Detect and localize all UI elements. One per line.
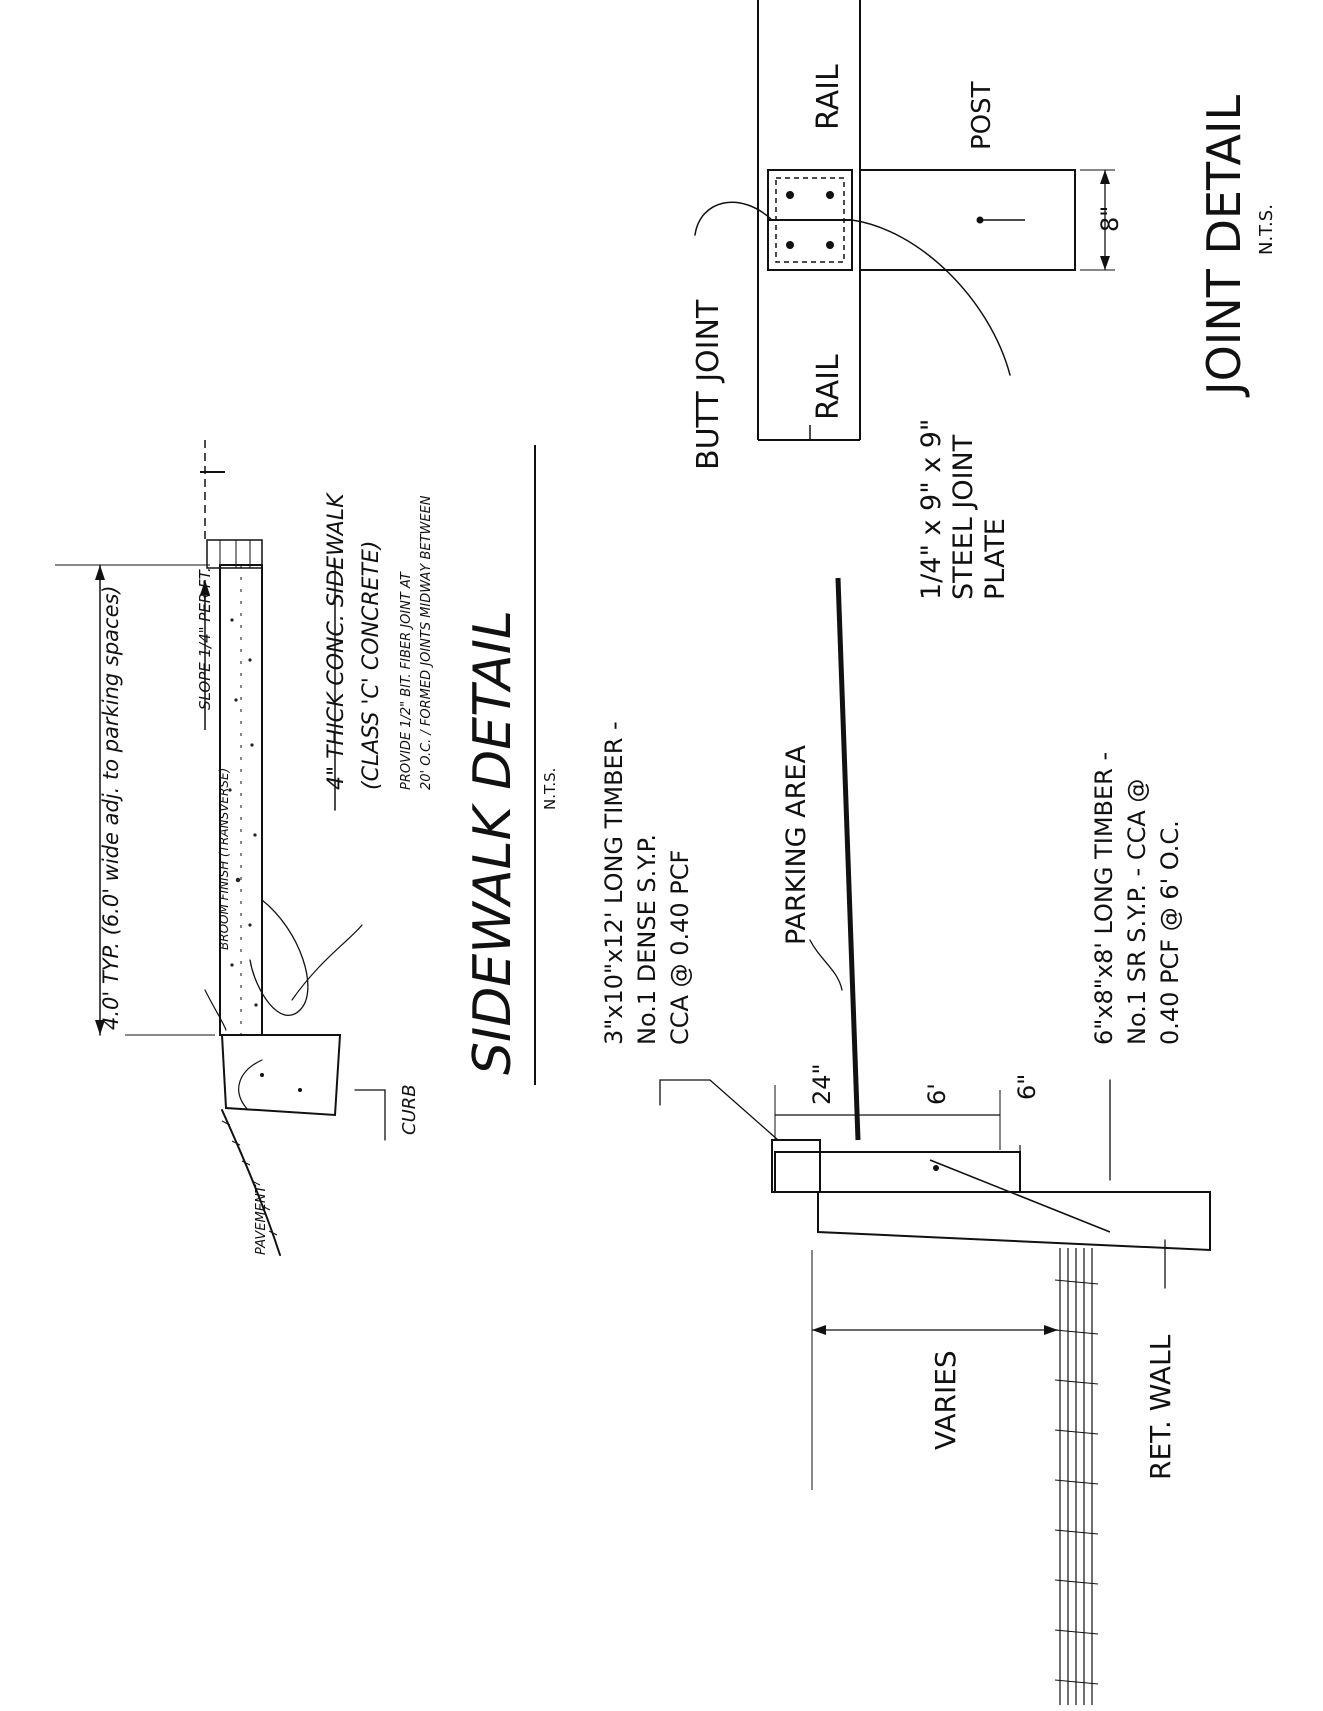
post-label: POST — [967, 81, 997, 150]
broom-finish-note: BROOM FINISH (TRANSVERSE) — [217, 768, 231, 950]
parking-surface — [835, 577, 861, 1141]
rail-lower-label: RAIL — [811, 354, 846, 420]
curb — [220, 1034, 342, 1117]
dim-24-label: 24" — [808, 1063, 836, 1105]
joint-scale-note: N.T.S. — [1256, 204, 1277, 255]
width-dimension-label: 4.0' TYP. (6.0' wide adj. to parking spa… — [99, 585, 123, 1030]
sidewalk-scale-note: N.T.S. — [541, 768, 559, 810]
joint-detail: RAIL RAIL POST 8" BUTT JOINT 1/4" x 9" x… — [691, 0, 1277, 600]
plate-note-line3: PLATE — [980, 518, 1011, 600]
ground-hatch — [1059, 1248, 1093, 1705]
bottom-timber-line2: No.1 SR S.Y.P. - CCA @ — [1123, 779, 1151, 1045]
ret-wall-label: RET. WALL — [1144, 1334, 1177, 1480]
parking-area-label: PARKING AREA — [781, 745, 812, 945]
bottom-timber-line3: 0.40 PCF @ 6' O.C. — [1156, 820, 1184, 1045]
curb-label: CURB — [399, 1084, 420, 1135]
ret-wall-ground — [1055, 1250, 1095, 1710]
slab-end-joint — [206, 539, 263, 569]
joint-note-line1: PROVIDE 1/2" BIT. FIBER JOINT AT — [399, 571, 414, 790]
sidewalk-detail: 4.0' TYP. (6.0' wide adj. to parking spa… — [55, 440, 559, 1256]
wall-detail: 3"x10"x12' LONG TIMBER - No.1 DENSE S.Y.… — [600, 577, 1211, 1710]
joint-detail-title: JOINT DETAIL — [1197, 94, 1251, 398]
dim-6ft-label: 6' — [923, 1083, 951, 1105]
top-timber-line2: No.1 DENSE S.Y.P. — [633, 834, 661, 1045]
bottom-timber-line1: 6"x8"x8' LONG TIMBER - — [1090, 752, 1118, 1045]
joint-note-line2: 20' O.C. / FORMED JOINTS MIDWAY BETWEEN — [419, 495, 434, 790]
plate-note-line2: STEEL JOINT — [948, 434, 979, 600]
top-timber-line3: CCA @ 0.40 PCF — [666, 850, 694, 1045]
sidewalk-detail-title: SIDEWALK DETAIL — [463, 610, 523, 1075]
varies-label: VARIES — [929, 1350, 962, 1450]
sidewalk-note-line1: 4" THICK CONC. SIDEWALK — [324, 492, 349, 790]
butt-joint-label: BUTT JOINT — [691, 299, 726, 470]
post — [859, 169, 1076, 271]
pavement-line — [221, 1109, 281, 1256]
sidewalk-note-line2: (CLASS 'C' CONCRETE) — [359, 541, 384, 790]
lower-timber — [774, 1151, 1021, 1193]
retaining-wall-post — [817, 1191, 1211, 1252]
slope-note: SLOPE 1/4" PER FT. — [196, 567, 214, 710]
top-timber — [771, 1139, 821, 1193]
dim-6in-label: 6" — [1013, 1074, 1041, 1100]
top-timber-line1: 3"x10"x12' LONG TIMBER - — [600, 721, 628, 1045]
dim-8-label: 8" — [1096, 206, 1124, 232]
rail-upper-label: RAIL — [811, 64, 846, 130]
plate-note-line1: 1/4" x 9" x 9" — [916, 419, 947, 600]
pavement-label: PAVEMENT — [254, 1184, 269, 1255]
slab-stipple — [228, 618, 258, 1007]
plate-bolts — [786, 191, 834, 249]
